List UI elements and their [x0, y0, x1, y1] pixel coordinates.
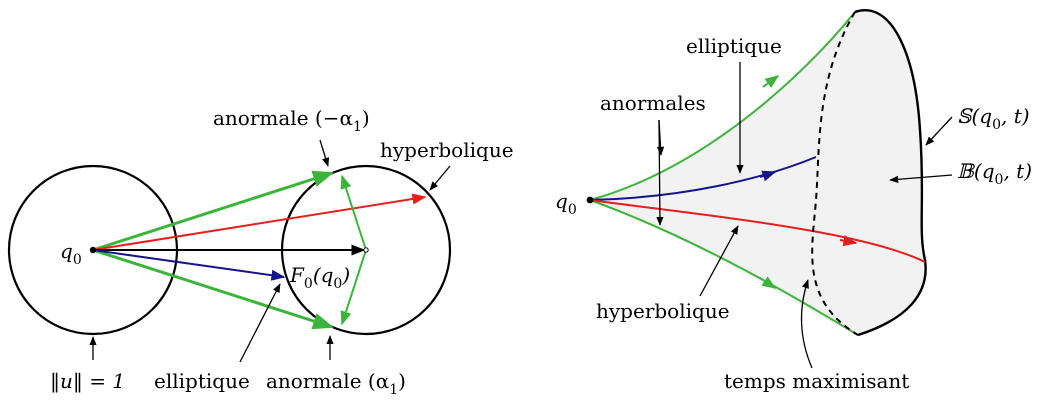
vector-anormale-plus	[92, 248, 334, 330]
pointer-temps-maximisant	[800, 279, 813, 369]
vector-elliptique	[92, 249, 286, 281]
elliptique-label-right: elliptique	[686, 34, 782, 58]
curve-hyperbolique	[589, 199, 926, 263]
reachable-set-region	[590, 10, 926, 336]
q0-point-right	[586, 196, 594, 204]
curve-anormale-lower	[589, 199, 859, 336]
vector-hyperbolique	[92, 193, 427, 251]
cut-locus-curve	[811, 11, 859, 336]
arrow-elliptique	[759, 170, 777, 182]
hyperbolique-label-left: hyperbolique	[380, 138, 514, 162]
vector-anormale-minus	[92, 170, 334, 252]
q0-label-left: q0	[60, 239, 82, 268]
norm-label: ‖u‖ = 1	[50, 369, 125, 394]
curve-elliptique	[589, 156, 817, 201]
q0-label-right: q0	[555, 189, 577, 218]
green-to-lower	[340, 249, 367, 326]
curve-anormale-upper	[589, 11, 856, 201]
anormale-minus-label: anormale (−α1)	[213, 106, 370, 135]
q0-point-left	[89, 246, 97, 254]
temps-maximisant-label: temps maximisant	[724, 369, 909, 393]
right-figure: q0 elliptique anormales hyperbolique tem…	[555, 9, 1032, 393]
pointer-anormales-lower	[656, 119, 664, 226]
arrow-anormale-lower	[759, 276, 777, 289]
F0-label: F0(q0)	[289, 263, 350, 292]
anormales-label: anormales	[600, 91, 706, 115]
F0-point	[363, 247, 369, 253]
pointer-anormale-minus	[319, 139, 330, 167]
ball-label: 𝔹(q0, t)	[957, 159, 1032, 188]
pointer-hyperbolique-left	[429, 165, 451, 191]
arrow-hyperbolique	[839, 235, 858, 247]
pointer-ball	[889, 174, 953, 183]
elliptique-label-left: elliptique	[154, 369, 250, 393]
pointer-hyperbolique-right	[699, 225, 739, 297]
anormale-plus-label: anormale (α1)	[266, 369, 406, 398]
arrow-anormale-upper	[762, 75, 780, 88]
hyperbolique-label-right: hyperbolique	[596, 299, 730, 323]
sphere-label: 𝕊(q0, t)	[957, 104, 1030, 133]
sphere-boundary	[854, 9, 927, 337]
green-to-upper	[340, 174, 367, 251]
pointer-sphere	[925, 116, 953, 146]
left-figure: q0 anormale (−α1) hyperbolique F0(q0) ‖u…	[7, 106, 514, 398]
pointer-elliptique-left	[239, 283, 281, 363]
